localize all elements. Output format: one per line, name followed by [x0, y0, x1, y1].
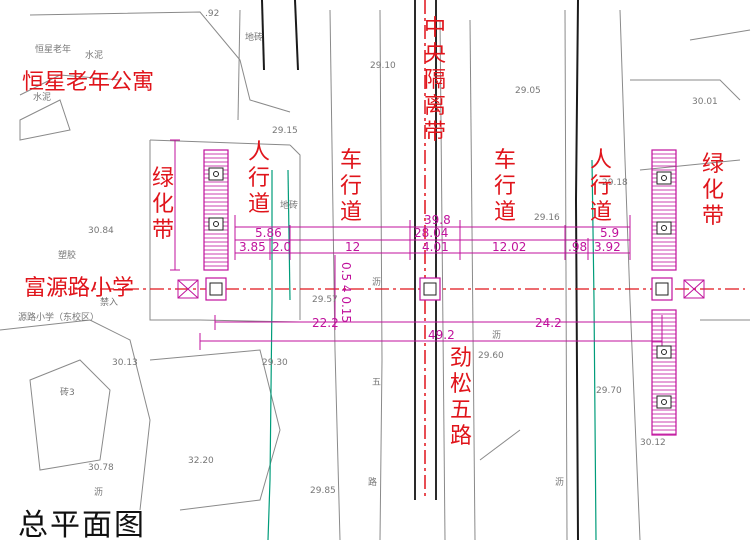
survey-text: 塑胶 — [58, 249, 76, 261]
dim-5-9: 5.9 — [600, 226, 619, 240]
dim-2-0: 2.0 — [272, 240, 291, 254]
label-carriage-right: 车行道 — [493, 148, 516, 225]
dim-vertical: 0.5 4 0.15 — [339, 262, 353, 323]
survey-value: 30.78 — [88, 463, 114, 473]
survey-value: 29.16 — [534, 213, 560, 223]
dim-22-2: 22.2 — [312, 316, 339, 330]
survey-value: 29.85 — [310, 486, 336, 496]
dim-3-92: 3.92 — [594, 240, 621, 254]
survey-text: 水泥 — [85, 49, 103, 61]
label-fuyuan-school: 富源路小学 — [24, 276, 135, 301]
pier-right — [651, 149, 705, 436]
page-title: 总平面图 — [18, 508, 146, 543]
survey-value: 30.84 — [88, 226, 114, 236]
survey-text: 沥 — [555, 477, 564, 488]
survey-text: 路 — [368, 476, 377, 488]
survey-value: 29.30 — [262, 358, 288, 368]
survey-text: 沥 — [372, 277, 381, 288]
dim-49-2: 49.2 — [428, 328, 455, 342]
dim-3-85: 3.85 — [239, 240, 266, 254]
label-sidewalk-right: 人行道 — [589, 148, 612, 225]
pier-center — [419, 277, 441, 301]
label-hengxing-apartment: 恒星老年公寓 — [22, 70, 155, 95]
survey-text: 五 — [372, 378, 381, 388]
survey-text: 地砖 — [245, 31, 263, 43]
survey-text: 沥 — [94, 487, 103, 498]
survey-text: 地砖 — [280, 199, 298, 211]
survey-text: 禁入 — [100, 297, 118, 308]
survey-text: 砖3 — [60, 386, 75, 398]
label-median: 中央隔离带 — [423, 16, 446, 145]
survey-value: 29.60 — [478, 351, 504, 361]
survey-value: 30.12 — [640, 438, 666, 448]
label-road-name: 劲松五路 — [449, 346, 472, 449]
dim-39-8: 39.8 — [424, 213, 451, 227]
survey-value: 29.05 — [515, 86, 541, 96]
dim-24-2: 24.2 — [535, 316, 562, 330]
dim-5-86: 5.86 — [255, 226, 282, 240]
label-green-right: 绿化带 — [701, 152, 724, 229]
survey-value: 29.57 — [312, 295, 338, 305]
pier-left — [177, 149, 229, 301]
survey-value: .92 — [205, 9, 219, 19]
survey-value: 29.18 — [602, 178, 628, 188]
survey-text: 源路小学（东校区） — [18, 311, 99, 323]
survey-value: 29.15 — [272, 126, 298, 136]
label-sidewalk-left: 人行道 — [247, 140, 270, 217]
label-green-left: 绿化带 — [151, 166, 174, 243]
dim-4-01: 4.01 — [422, 240, 449, 254]
road-edges — [261, 0, 579, 541]
label-carriage-left: 车行道 — [339, 148, 362, 225]
survey-value: 29.70 — [596, 386, 622, 396]
central-median — [414, 0, 437, 500]
dim-098: .98 — [568, 240, 587, 254]
survey-value: 29.10 — [370, 61, 396, 71]
dim-12-02: 12.02 — [492, 240, 526, 254]
survey-text: 沥 — [492, 330, 501, 341]
survey-value: 30.13 — [112, 358, 138, 368]
survey-text: 恒星老年 — [35, 43, 71, 55]
green-curb-lines — [267, 159, 597, 541]
survey-text: 水泥 — [33, 91, 51, 103]
dim-28-04: 28.04 — [414, 226, 448, 240]
survey-value: 30.01 — [692, 97, 718, 107]
survey-base-lines — [0, 9, 751, 541]
survey-value: 32.20 — [188, 456, 214, 466]
dim-12: 12 — [345, 240, 360, 254]
survey-annotations: .92 29.10 29.05 29.15 30.01 29.18 29.16 … — [18, 9, 718, 498]
